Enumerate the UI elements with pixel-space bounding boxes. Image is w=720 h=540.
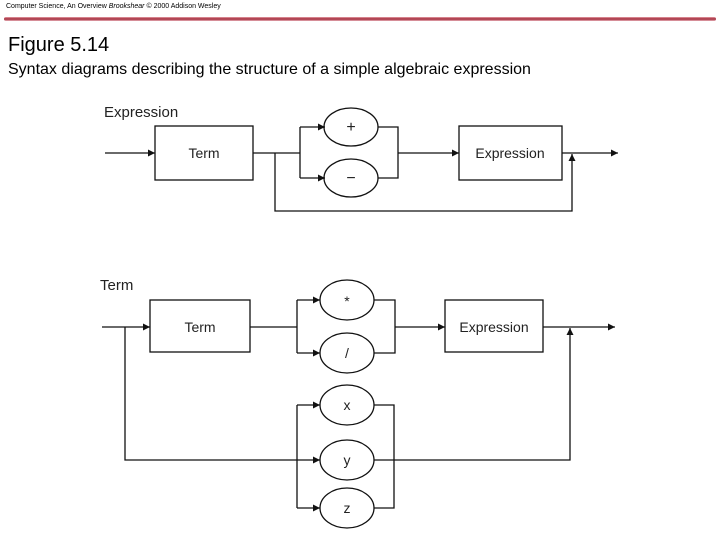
expression-box-2 (444, 299, 544, 353)
figure-title: Figure 5.14 (8, 34, 110, 56)
plus-label: + (346, 119, 355, 136)
expression-box-2-label: Expression (459, 319, 528, 335)
slide-header: Computer Science, An Overview Brookshear… (6, 3, 221, 10)
x-label: x (344, 397, 351, 413)
minus-label: − (346, 170, 355, 187)
divide-label: / (345, 345, 349, 361)
header-divider (4, 17, 716, 21)
header-rest: © 2000 Addison Wesley (144, 3, 221, 10)
expression-box-label: Expression (475, 145, 544, 161)
term-box-label: Term (188, 145, 219, 161)
multiply-label: * (344, 293, 350, 309)
y-label: y (344, 452, 351, 468)
header-book: Brookshear (108, 3, 145, 10)
term-box-2-label: Term (184, 319, 215, 335)
figure-caption: Syntax diagrams describing the structure… (8, 61, 531, 78)
term-label: Term (100, 277, 133, 294)
expression-label: Expression (104, 104, 178, 121)
z-label: z (344, 500, 351, 516)
header-text: Computer Science, An Overview (6, 3, 109, 10)
term-box-2 (149, 299, 251, 353)
